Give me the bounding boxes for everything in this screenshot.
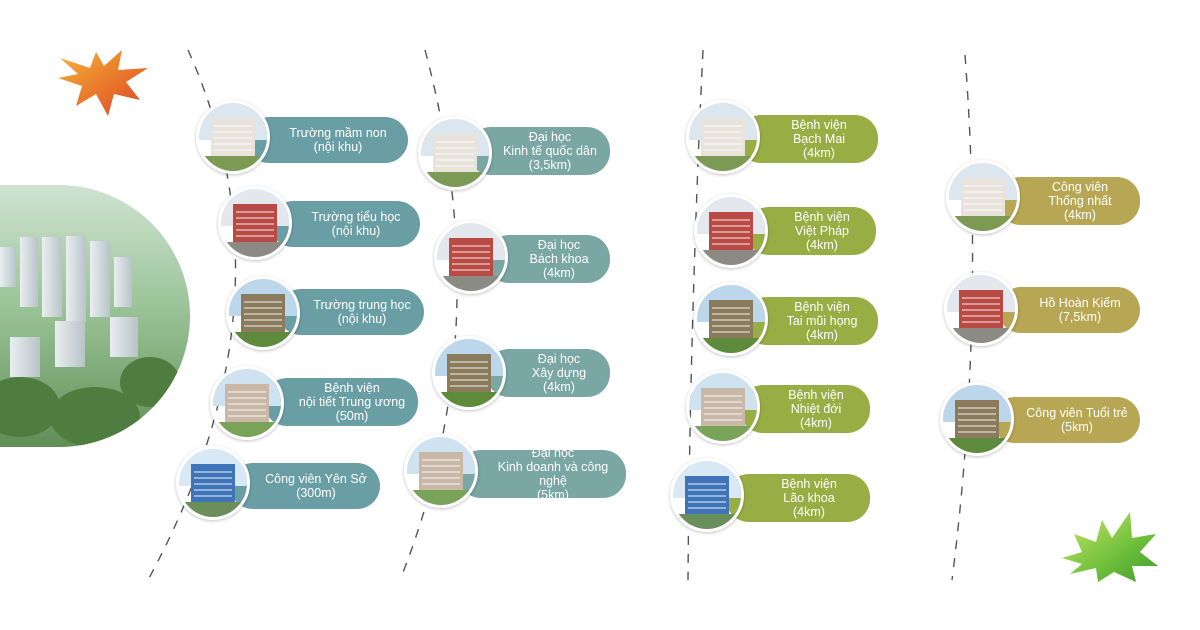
pill-label-line: Kinh doanh và công nghệ bbox=[497, 460, 609, 488]
pill-label-line: Bệnh viện bbox=[324, 381, 380, 395]
pill-label-line: Thống nhất bbox=[1048, 194, 1112, 208]
pill-label-line: Đại học bbox=[528, 130, 572, 144]
pill-label-line: (50m) bbox=[335, 409, 369, 423]
pill-label-line: nội tiết Trung ương bbox=[298, 395, 406, 409]
pill-label-line: Kinh tế quốc dân bbox=[503, 144, 597, 158]
maple-leaf-green-icon bbox=[1062, 512, 1158, 582]
column3-photo-4 bbox=[686, 370, 760, 444]
pill-label-line: (nội khu) bbox=[313, 140, 363, 154]
pill-label-line: Trường trung học bbox=[313, 298, 411, 312]
column4-photo-2 bbox=[944, 272, 1018, 346]
pill-label-line: Bệnh viện bbox=[791, 118, 847, 132]
column4-pill-3: Công viên Tuổi trẻ(5km) bbox=[992, 397, 1140, 443]
column2-photo-4 bbox=[404, 434, 478, 508]
pill-label: Công viên Yên Sở(300m) bbox=[265, 472, 367, 500]
pill-label-line: (3,5km) bbox=[528, 158, 572, 172]
divider-arc-4 bbox=[951, 54, 974, 581]
pill-label-line: Lão khoa bbox=[783, 491, 835, 505]
pill-label-line: Trường tiểu học bbox=[311, 210, 401, 224]
pill-label: Công viên Tuổi trẻ(5km) bbox=[1026, 406, 1127, 434]
pill-label-line: (4km) bbox=[793, 505, 825, 519]
pill-label-line: Bạch Mai bbox=[792, 132, 846, 146]
pill-label-line: Việt Pháp bbox=[795, 224, 849, 238]
pill-label-line: (nội khu) bbox=[337, 312, 387, 326]
pill-label-line: Đại học bbox=[537, 352, 581, 366]
pill-label-line: Đại học bbox=[531, 446, 575, 460]
pill-label-line: Công viên Yên Sở bbox=[265, 472, 367, 486]
pill-label-line: Bệnh viện bbox=[794, 300, 850, 314]
column1-pill-5: Công viên Yên Sở(300m) bbox=[230, 463, 380, 509]
pill-label: Trường tiểu học(nội khu) bbox=[311, 210, 400, 238]
pill-label-line: (4km) bbox=[806, 238, 838, 252]
column3-photo-3 bbox=[694, 282, 768, 356]
pill-label-line: Hồ Hoàn Kiếm bbox=[1039, 296, 1121, 310]
column1-photo-3 bbox=[226, 276, 300, 350]
pill-label-line: (4km) bbox=[543, 266, 575, 280]
column4-pill-2: Hồ Hoàn Kiếm(7,5km) bbox=[998, 287, 1140, 333]
column2-photo-3 bbox=[432, 336, 506, 410]
maple-leaf-orange-icon bbox=[58, 50, 148, 116]
column4-photo-3 bbox=[940, 382, 1014, 456]
pill-label-line: Công viên bbox=[1051, 180, 1109, 194]
pill-label-line: Trường mầm non bbox=[289, 126, 387, 140]
column4-photo-1 bbox=[946, 160, 1020, 234]
pill-label-line: Công viên Tuổi trẻ bbox=[1026, 406, 1128, 420]
pill-label-line: (nội khu) bbox=[331, 224, 381, 238]
pill-label-line: (7,5km) bbox=[1058, 310, 1102, 324]
pill-label: Trường trung học(nội khu) bbox=[313, 298, 410, 326]
pill-label-line: (300m) bbox=[296, 486, 336, 500]
column1-photo-1 bbox=[196, 100, 270, 174]
pill-label-line: (4km) bbox=[1064, 208, 1096, 222]
pill-label-line: (5km) bbox=[1061, 420, 1093, 434]
column3-photo-5 bbox=[670, 458, 744, 532]
pill-label-line: Nhiệt đới bbox=[790, 402, 842, 416]
pill-label-line: (4km) bbox=[800, 416, 832, 430]
column1-photo-2 bbox=[218, 186, 292, 260]
column1-photo-4 bbox=[210, 366, 284, 440]
column1-pill-2: Trường tiểu học(nội khu) bbox=[270, 201, 420, 247]
column2-photo-1 bbox=[418, 116, 492, 190]
pill-label-line: Bệnh viện bbox=[788, 388, 844, 402]
column2-photo-2 bbox=[434, 220, 508, 294]
column3-photo-2 bbox=[694, 194, 768, 268]
column1-pill-3: Trường trung học(nội khu) bbox=[278, 289, 424, 335]
pill-label: Trường mầm non(nội khu) bbox=[289, 126, 386, 154]
pill-label-line: Bệnh viện bbox=[794, 210, 850, 224]
column1-photo-5 bbox=[176, 446, 250, 520]
pill-label-line: Tai mũi họng bbox=[786, 314, 858, 328]
pill-label-line: (4km) bbox=[543, 380, 575, 394]
column3-photo-1 bbox=[686, 100, 760, 174]
column1-pill-1: Trường mầm non(nội khu) bbox=[246, 117, 408, 163]
pill-label-line: Bách khoa bbox=[529, 252, 589, 266]
pill-label-line: Xây dựng bbox=[531, 366, 587, 380]
pill-label-line: Đại học bbox=[537, 238, 581, 252]
pill-label-line: (4km) bbox=[803, 146, 835, 160]
pill-label-line: Bệnh viện bbox=[781, 477, 837, 491]
pill-label-line: (4km) bbox=[806, 328, 838, 342]
pill-label: Hồ Hoàn Kiếm(7,5km) bbox=[1039, 296, 1120, 324]
pill-label-line: (5km) bbox=[537, 488, 569, 502]
